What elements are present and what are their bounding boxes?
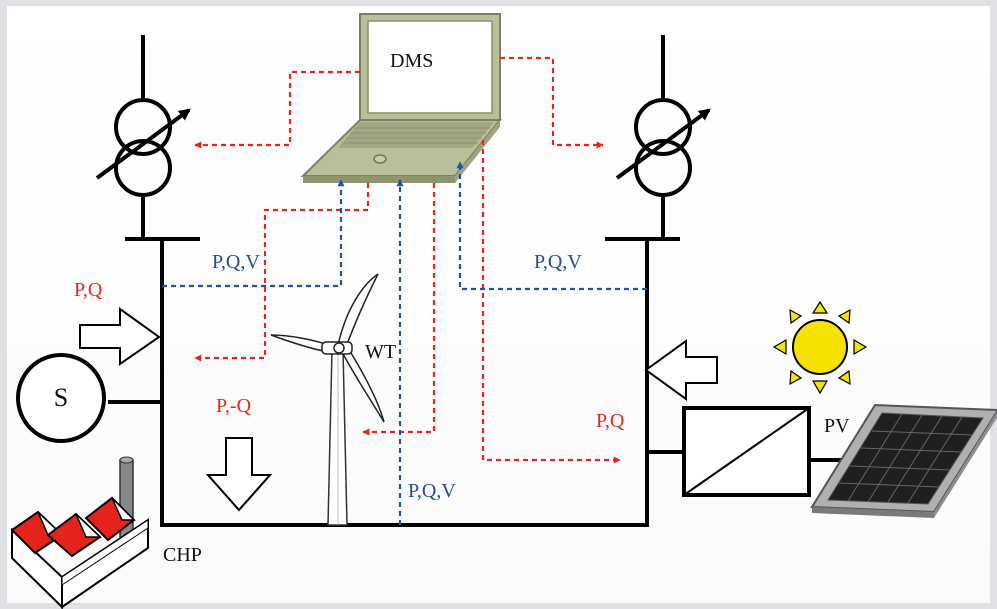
inverter-icon [682,406,850,497]
control-signals [194,56,621,464]
right-transformer-icon [605,35,711,241]
generator-label: S [54,383,68,412]
solar-panel-icon [810,403,997,518]
laptop-icon [300,13,503,183]
sun-icon [772,300,868,395]
left-transformer-icon [95,35,200,241]
pv-label: PV [824,415,850,437]
wind-turbine-label: WT [365,341,396,363]
dms-label: DMS [390,50,433,72]
measurement-signals [162,161,647,525]
load-down-arrow-icon [205,437,273,512]
pqv-right-label: P,Q,V [534,251,582,273]
chp-label: CHP [163,544,202,566]
pq-right-label: P,Q [596,410,625,432]
pqv-left-label: P,Q,V [212,251,260,273]
generator-icon [16,353,106,443]
pq-left-label: P,Q [74,279,103,301]
wind-turbine-icon [270,273,385,526]
p-neg-q-label: P,-Q [216,395,252,417]
right-inflow-arrow-icon [644,339,718,401]
factory-icon [10,456,149,609]
pqv-bottom-label: P,Q,V [408,480,456,502]
left-inflow-arrow-icon [79,307,161,366]
